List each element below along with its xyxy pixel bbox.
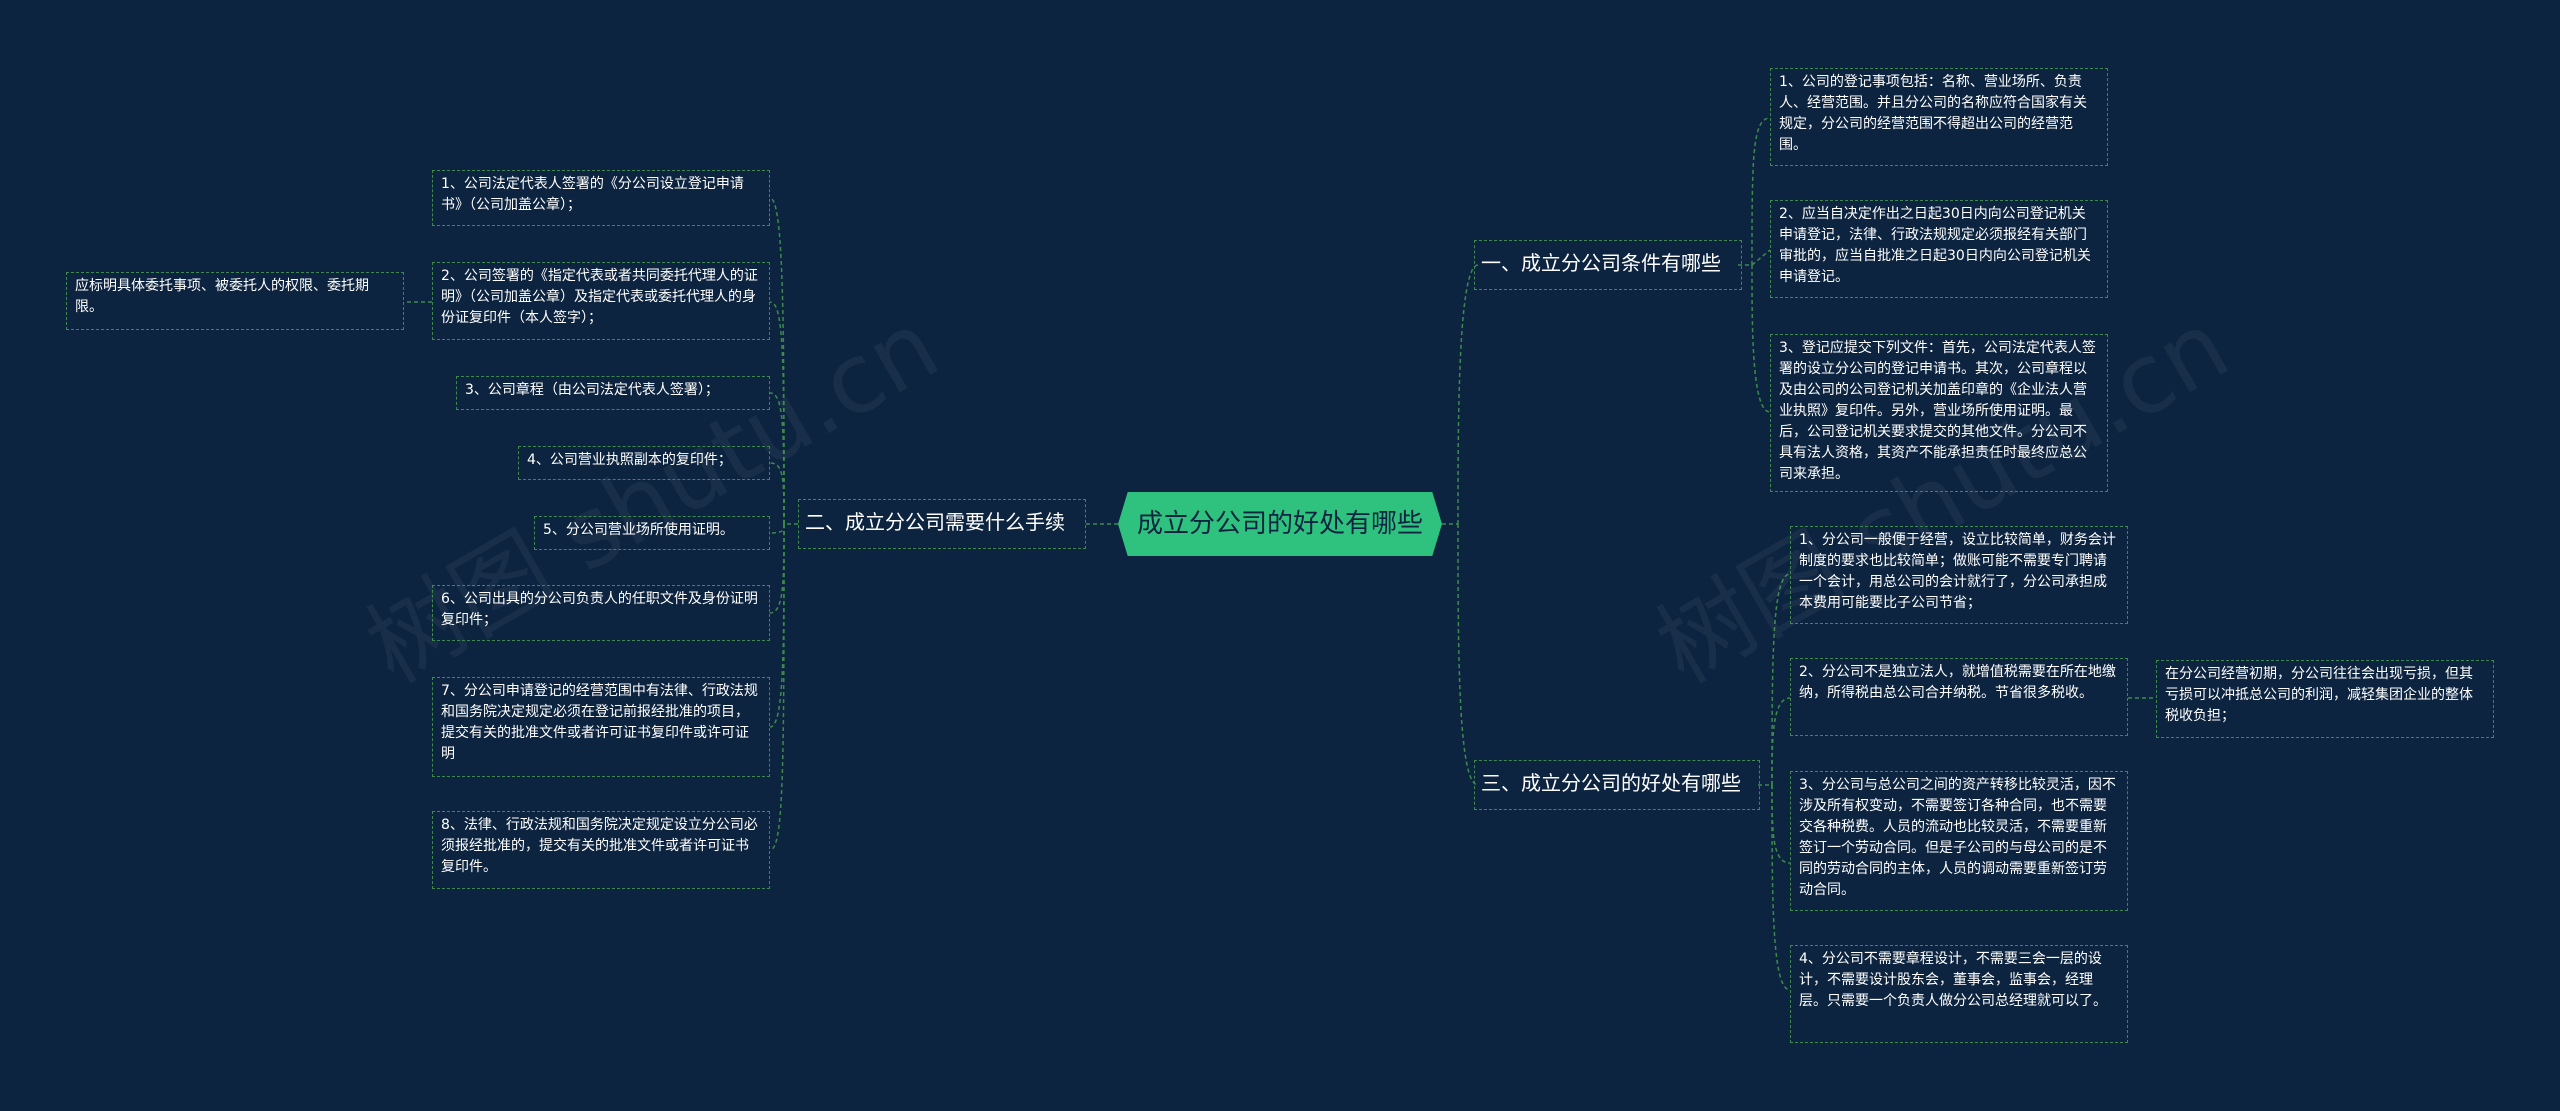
- procedure-item-2[interactable]: 2、公司签署的《指定代表或者共同委托代理人的证明》（公司加盖公章）及指定代表或委…: [432, 262, 770, 340]
- condition-item-3[interactable]: 3、登记应提交下列文件：首先，公司法定代表人签署的设立分公司的登记申请书。其次，…: [1770, 334, 2108, 492]
- condition-item-2[interactable]: 2、应当自决定作出之日起30日内向公司登记机关申请登记，法律、行政法规规定必须报…: [1770, 200, 2108, 298]
- procedure-item-1[interactable]: 1、公司法定代表人签署的《分公司设立登记申请书》（公司加盖公章）；: [432, 170, 770, 226]
- benefit-item-1[interactable]: 1、分公司一般便于经营，设立比较简单，财务会计制度的要求也比较简单；做账可能不需…: [1790, 526, 2128, 624]
- procedure-item-3[interactable]: 3、公司章程（由公司法定代表人签署）；: [456, 376, 770, 410]
- procedure-item-6[interactable]: 6、公司出具的分公司负责人的任职文件及身份证明复印件；: [432, 585, 770, 641]
- benefit-item-2[interactable]: 2、分公司不是独立法人，就增值税需要在所在地缴纳，所得税由总公司合并纳税。节省很…: [1790, 658, 2128, 736]
- benefit-item-4[interactable]: 4、分公司不需要章程设计，不需要三会一层的设计，不需要设计股东会，董事会，监事会…: [1790, 945, 2128, 1043]
- benefit-item-3[interactable]: 3、分公司与总公司之间的资产转移比较灵活，因不涉及所有权变动，不需要签订各种合同…: [1790, 771, 2128, 911]
- procedure-item-4[interactable]: 4、公司营业执照副本的复印件；: [518, 446, 770, 480]
- procedure-item-8[interactable]: 8、法律、行政法规和国务院决定规定设立分公司必须报经批准的，提交有关的批准文件或…: [432, 811, 770, 889]
- branch-conditions[interactable]: 一、成立分公司条件有哪些: [1474, 240, 1742, 290]
- branch-procedures[interactable]: 二、成立分公司需要什么手续: [798, 499, 1086, 549]
- procedure-subnote[interactable]: 应标明具体委托事项、被委托人的权限、委托期限。: [66, 272, 404, 330]
- condition-item-1[interactable]: 1、公司的登记事项包括：名称、营业场所、负责人、经营范围。并且分公司的名称应符合…: [1770, 68, 2108, 166]
- benefit-subnote[interactable]: 在分公司经营初期，分公司往往会出现亏损，但其亏损可以冲抵总公司的利润，减轻集团企…: [2156, 660, 2494, 738]
- procedure-item-5[interactable]: 5、分公司营业场所使用证明。: [534, 516, 770, 550]
- branch-benefits[interactable]: 三、成立分公司的好处有哪些: [1474, 760, 1760, 810]
- procedure-item-7[interactable]: 7、分公司申请登记的经营范围中有法律、行政法规和国务院决定规定必须在登记前报经批…: [432, 677, 770, 777]
- root-node[interactable]: 成立分公司的好处有哪些: [1118, 492, 1442, 556]
